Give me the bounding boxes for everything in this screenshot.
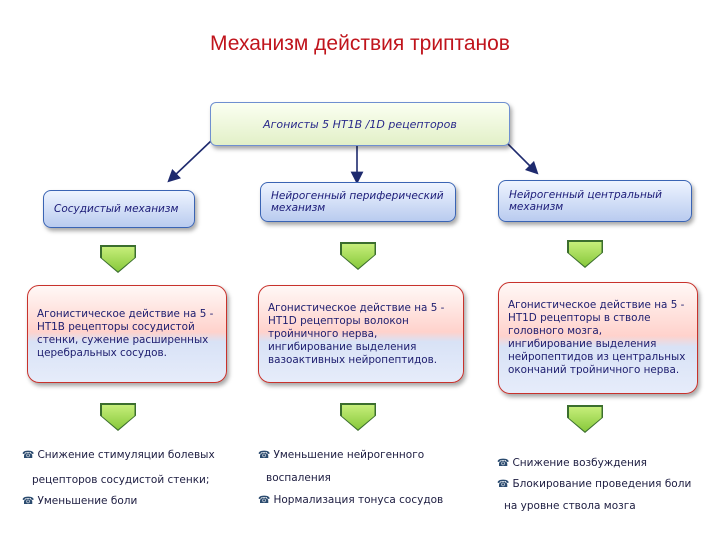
central-detail-box: Агонистическое действие на 5 -HT1D рецеп… (498, 282, 698, 394)
agonists-box: Агонисты 5 HT1B /1D рецепторов (210, 102, 510, 146)
result-item: ☎Уменьшение боли (22, 495, 138, 507)
result-item: ☎Уменьшение нейрогенного (258, 449, 425, 461)
vascular-mechanism-box: Сосудистый механизм (43, 190, 195, 228)
phone-icon: ☎ (22, 496, 35, 507)
result-item-continued: воспаления (266, 472, 331, 484)
vascular-detail-box: Агонистическое действие на 5 -HT1B рецеп… (27, 285, 227, 383)
arrow-to-central (505, 141, 539, 175)
arrow-to-vascular (167, 139, 213, 183)
result-item: ☎Нормализация тонуса сосудов (258, 494, 444, 506)
result-item-continued: рецепторов сосудистой стенки; (32, 474, 210, 486)
central-mechanism-box: Нейрогенный центральный механизм (498, 180, 692, 222)
result-item: ☎Блокирование проведения боли (497, 478, 692, 490)
phone-icon: ☎ (22, 450, 35, 461)
result-item: ☎Снижение возбуждения (497, 457, 647, 469)
phone-icon: ☎ (497, 458, 510, 469)
peripheral-detail-box: Агонистическое действие на 5 -HT1D рецеп… (258, 285, 464, 383)
result-item: ☎Снижение стимуляции болевых (22, 449, 215, 461)
phone-icon: ☎ (258, 495, 271, 506)
peripheral-mechanism-box: Нейрогенный периферический механизм (260, 182, 456, 222)
page-title: Механизм действия триптанов (210, 32, 510, 55)
result-item-continued: на уровне ствола мозга (504, 500, 636, 512)
phone-icon: ☎ (497, 479, 510, 490)
phone-icon: ☎ (258, 450, 271, 461)
